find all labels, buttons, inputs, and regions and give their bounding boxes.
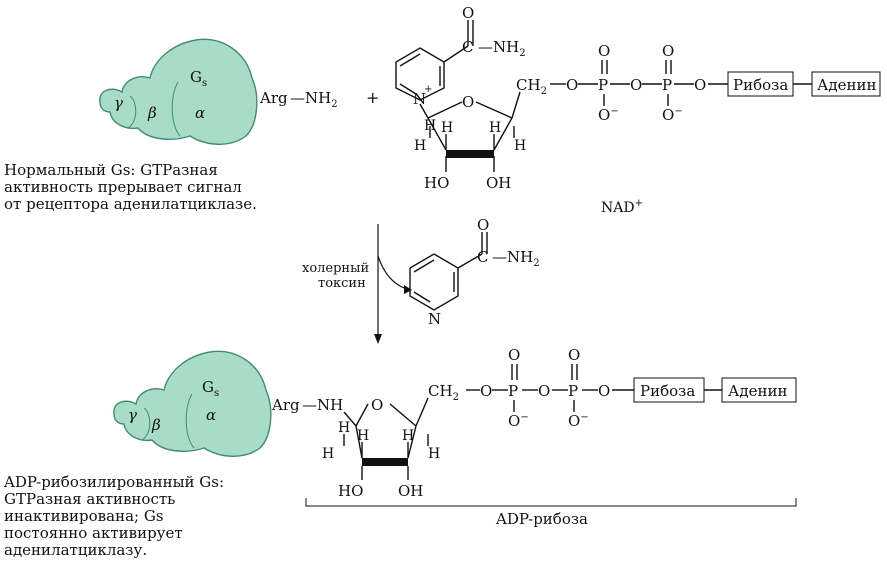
toxin-line1: холерный	[302, 261, 369, 276]
adenin-box-bottom	[721, 377, 797, 403]
caption-top: Нормальный Gs: GTPазная активность преры…	[4, 161, 257, 213]
phosphate-o2-bottom: O	[538, 382, 550, 400]
phosphate-o3-top: O	[694, 76, 706, 94]
pyridinium-charge: +	[424, 84, 432, 95]
svg-text:O: O	[462, 93, 474, 111]
carbonyl-c-top: C	[462, 38, 473, 56]
pyridinium-n: N	[413, 90, 426, 108]
bottom-h-2: H	[357, 428, 369, 444]
free-carbonyl-o: O	[477, 216, 489, 234]
phosphorus-1-top: P	[598, 76, 608, 94]
riboza-box-top	[727, 71, 794, 97]
gs-protein-bottom: γ β α Gs	[113, 350, 272, 457]
arg-label-top: Arg	[259, 89, 288, 107]
nh2-label-top: —NH2	[290, 89, 338, 110]
bottom-h-1: H	[338, 420, 350, 436]
plus-sign: +	[366, 88, 379, 107]
bottom-h-3: H	[402, 428, 414, 444]
ribose-h-3: H	[489, 120, 501, 136]
adp-ribose-label: ADP-рибоза	[495, 510, 588, 528]
ribose-bold-bond-top	[446, 150, 494, 158]
phosphate-o3-bottom: O	[598, 382, 610, 400]
free-pyridine-n: N	[428, 310, 441, 328]
riboza-label-bottom: Рибоза	[640, 382, 695, 400]
free-nicotinamide	[409, 232, 488, 311]
ribose-ho-bottom: HO	[338, 482, 363, 500]
gamma-subunit-bottom: γ	[128, 406, 137, 424]
ribose-h-1: H	[424, 118, 436, 134]
adenin-box-top	[811, 71, 881, 97]
gs-label: Gs	[190, 68, 207, 89]
amide-nh2-top: —NH2	[478, 38, 526, 59]
free-carbonyl-c: C	[477, 248, 488, 266]
phosphate-dbl-o2-top: O	[662, 42, 674, 60]
ch2-top: CH2	[516, 76, 547, 97]
adp-bracket	[305, 498, 797, 507]
nad-label: NAD+	[601, 198, 643, 216]
ribose-h-4: H	[414, 138, 426, 154]
nad-structure	[395, 20, 812, 172]
bottom-h-4: H	[322, 446, 334, 462]
gamma-subunit: γ	[114, 94, 123, 112]
phosphorus-2-bottom: P	[568, 382, 578, 400]
gs-label-bottom: Gs	[202, 378, 219, 399]
riboza-box-bottom	[633, 377, 705, 403]
phosphate-ominus2-top: O−	[662, 106, 683, 124]
nh-label-bottom: —NH	[302, 396, 343, 414]
ribose-bold-bond-bottom	[362, 458, 408, 466]
phosphorus-2-top: P	[662, 76, 672, 94]
ribose-h-2: H	[441, 120, 453, 136]
free-amide-nh2: —NH2	[492, 248, 540, 269]
toxin-line2: токсин	[318, 276, 366, 291]
carbonyl-o-top: O	[462, 4, 474, 22]
phosphate-dbl-o1-top: O	[598, 42, 610, 60]
adp-ribose-structure	[343, 364, 722, 480]
phosphate-ominus1-bottom: O−	[508, 412, 529, 430]
gs-protein-top: γ β α Gs	[99, 38, 258, 145]
reaction-arrow-head	[374, 334, 382, 344]
ch2-bottom: CH2	[428, 382, 459, 403]
nad-ring-o: O	[462, 93, 474, 111]
ribose-h-5: H	[514, 138, 526, 154]
phosphate-dbl-o2-bottom: O	[568, 346, 580, 364]
phosphate-ominus2-bottom: O−	[568, 412, 589, 430]
riboza-label-top: Рибоза	[733, 76, 788, 94]
phosphate-ominus1-top: O−	[598, 106, 619, 124]
phosphorus-1-bottom: P	[508, 382, 518, 400]
phosphate-o2-top: O	[630, 76, 642, 94]
adenin-label-bottom: Аденин	[728, 382, 787, 400]
phosphate-dbl-o1-bottom: O	[508, 346, 520, 364]
ribose-oh-bottom: OH	[398, 482, 423, 500]
side-arrow-head	[404, 285, 412, 294]
beta-subunit-bottom: β	[151, 416, 161, 434]
ribose-ho-top: HO	[424, 174, 449, 192]
phosphate-o1-bottom: O	[480, 382, 492, 400]
alpha-subunit: α	[195, 104, 205, 122]
ring-o-bottom: O	[371, 396, 383, 414]
side-arrow	[377, 255, 411, 291]
bottom-h-5: H	[428, 446, 440, 462]
caption-bottom: ADP-рибозилированный Gs: GTPазная активн…	[4, 473, 225, 559]
ribose-oh-top: OH	[486, 174, 511, 192]
adenin-label-top: Аденин	[817, 76, 876, 94]
beta-subunit: β	[147, 104, 157, 122]
alpha-subunit-bottom: α	[206, 406, 216, 424]
phosphate-o1-top: O	[566, 76, 578, 94]
arg-label-bottom: Arg	[271, 396, 300, 414]
